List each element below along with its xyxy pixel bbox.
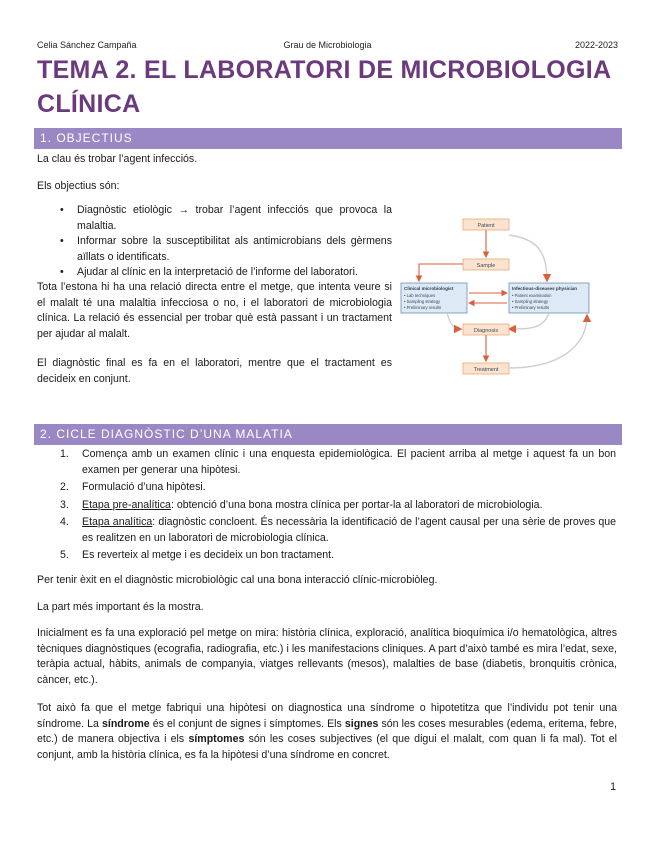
treatment-label: Treatment xyxy=(474,367,499,373)
section-heading-cicle-diagnostic: 2. CICLE DIAGNÒSTIC D’UNA MALATIA xyxy=(34,424,622,445)
step-text: Comença amb un examen clínic i una enque… xyxy=(82,448,616,476)
diagnostic-cycle-diagram: Patient Sample Clinical microbiologist •… xyxy=(400,218,592,375)
term-simptomes: símptomes xyxy=(188,733,245,745)
paragraph-exploracio: Inicialment es fa una exploració pel met… xyxy=(37,627,617,686)
paragraph-relacio: Tota l’estona hi ha una relació directa … xyxy=(37,281,392,340)
header-course: Grau de Microbiologia xyxy=(283,40,372,50)
list-item: Informar sobre la susceptibilitat als an… xyxy=(60,234,392,265)
step-number: 3. xyxy=(60,498,69,511)
page-number: 1 xyxy=(610,781,616,793)
header-year: 2022-2023 xyxy=(574,40,618,50)
step-number: 2. xyxy=(60,481,69,493)
section-heading-objectius: 1. OBJECTIUS xyxy=(34,128,622,149)
text-run: és el conjunt de signes i símptomes. Els xyxy=(149,717,345,730)
sample-label: Sample xyxy=(477,263,496,269)
list-item: 2. Formulació d’una hipòtesi. xyxy=(60,480,616,496)
diagnosis-label: Diagnosis xyxy=(474,328,498,334)
clinical-item: • Sampling strategy xyxy=(404,299,441,304)
step-text: : obtenció d’una bona mostra clínica per… xyxy=(170,498,543,511)
infectious-diseases-physician-box xyxy=(508,282,590,314)
step-number: 5. xyxy=(60,549,69,561)
clinical-item: • Lab techniques xyxy=(404,293,435,298)
list-item: 1. Comença amb un examen clínic i una en… xyxy=(60,447,616,478)
paragraph-interaccio: Per tenir èxit en el diagnòstic microbio… xyxy=(37,574,438,586)
clinical-item: • Preliminary results xyxy=(404,305,441,310)
list-item: 4. Etapa analítica: diagnòstic concloent… xyxy=(60,515,616,546)
step-text: Es reverteix al metge i es decideix un b… xyxy=(82,549,335,561)
term-signes: signes xyxy=(344,717,379,730)
list-item: Diagnòstic etiològic → trobar l’agent in… xyxy=(60,203,392,234)
step-label: Etapa analítica xyxy=(82,516,153,528)
list-item: 5. Es reverteix al metge i es decideix u… xyxy=(60,548,616,564)
step-text: Formulació d’una hipòtesi. xyxy=(82,481,206,493)
header-author: Celia Sánchez Campaña xyxy=(37,40,137,50)
page-header: Celia Sánchez Campaña Grau de Microbiolo… xyxy=(37,40,618,54)
physician-item: • Preliminary results xyxy=(512,305,549,310)
physician-item: • Sampling strategy xyxy=(512,299,549,304)
list-item: 3. Etapa pre-analítica: obtenció d’una b… xyxy=(60,498,616,514)
paragraph-diagnostic-final: El diagnòstic final es fa en el laborato… xyxy=(37,357,392,385)
list-item: Ajudar al clínic en la interpretació de … xyxy=(60,265,392,281)
step-text: : diagnòstic concloent. És necessària la… xyxy=(82,516,616,544)
paragraph-sindrome: Tot això fa que el metge fabriqui una hi… xyxy=(37,701,617,763)
text-run: són les coses mesurables (edema, eritema… xyxy=(37,717,618,746)
diagnostic-steps-list: 1. Comença amb un examen clínic i una en… xyxy=(60,447,616,566)
paragraph-mostra: La part més important és la mostra. xyxy=(37,601,204,613)
step-number: 4. xyxy=(60,516,69,528)
objectives-list: Diagnòstic etiològic → trobar l’agent in… xyxy=(60,203,392,281)
text-run: són les coses subjectives (el que digui … xyxy=(37,733,617,761)
paragraph-clau: La clau és trobar l’agent infecciós. xyxy=(37,153,198,165)
physician-title: Infectious-diseases physician xyxy=(512,286,577,291)
physician-item: • Patient examination xyxy=(512,293,552,298)
patient-label: Patient xyxy=(477,223,495,229)
text-run: Tot això fa que el metge fabriqui una hi… xyxy=(37,702,617,730)
clinical-microbiologist-title: Clinical microbiologist xyxy=(404,286,454,291)
document-title: TEMA 2. EL LABORATORI DE MICROBIOLOGIA C… xyxy=(37,56,611,118)
paragraph-objectius-intro: Els objectius són: xyxy=(37,180,120,192)
step-label: Etapa pre-analítica xyxy=(82,498,171,511)
clinical-microbiologist-box xyxy=(400,282,468,314)
term-sindrome: síndrome xyxy=(101,717,150,730)
step-number: 1. xyxy=(60,448,69,460)
